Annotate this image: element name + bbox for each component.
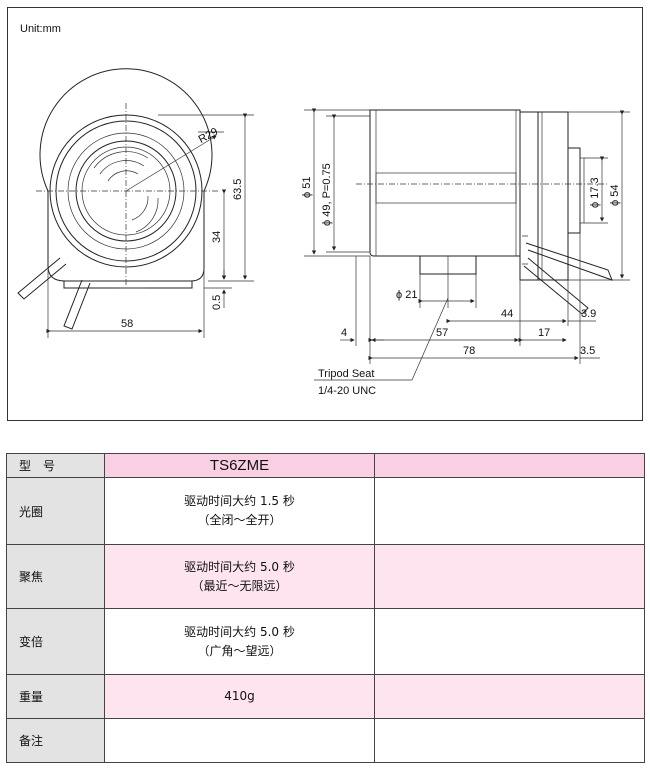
tripod-label: Tripod Seat (318, 368, 374, 380)
row-extra (374, 544, 645, 609)
height-label: 63.5 (232, 179, 244, 200)
rear-diameter-label: ϕ 54 (609, 185, 621, 206)
dim-44: 44 (501, 308, 513, 320)
dim-78: 78 (463, 345, 475, 357)
table-row: 变倍 驱动时间大约 5.0 秒 （广角〜望远） (6, 608, 645, 675)
front-view: R29 63.5 34 0.5 58 (17, 68, 254, 338)
row-extra (374, 718, 645, 763)
row-label: 型 号 (6, 453, 105, 478)
outer-diameter-label: ϕ 51 (301, 177, 313, 198)
value-line: （广角〜望远） (197, 643, 282, 658)
thread-label: ϕ 49, P=0.75 (321, 163, 333, 226)
center-height-label: 34 (211, 231, 223, 243)
row-extra (374, 608, 645, 675)
row-label: 备注 (6, 718, 105, 763)
drawing-canvas: Unit:mm (17, 23, 630, 397)
technical-drawing: Unit:mm (7, 7, 643, 421)
spec-table: 型 号 TS6ZME 光圈 驱动时间大约 1.5 秒 （全闭〜全开） 聚焦 驱动… (6, 453, 645, 763)
unit-label: Unit:mm (20, 23, 61, 35)
table-row: 备注 (6, 718, 645, 763)
width-label: 58 (121, 318, 133, 330)
value-line: （最近〜无限远） (191, 578, 288, 593)
radius-label: R29 (197, 126, 220, 146)
table-row: 聚焦 驱动时间大约 5.0 秒 （最近〜无限远） (6, 544, 645, 609)
row-value: 驱动时间大约 5.0 秒 （最近〜无限远） (104, 544, 375, 609)
row-label: 变倍 (6, 608, 105, 675)
value-line: 410g (224, 689, 255, 703)
dim-57: 57 (436, 327, 448, 339)
value-line: 驱动时间大约 1.5 秒 (184, 494, 295, 508)
mount-diameter-label: ϕ 17.3 (589, 177, 601, 208)
side-view: ϕ 51 ϕ 49, P=0.75 ϕ 17.3 ϕ 54 ϕ 21 (301, 108, 630, 397)
row-value: 驱动时间大约 5.0 秒 （广角〜望远） (104, 608, 375, 675)
table-row-model: 型 号 TS6ZME (6, 453, 645, 478)
row-extra (374, 674, 645, 719)
row-label: 光圈 (6, 477, 105, 545)
dim-4: 4 (341, 327, 347, 339)
row-label: 重量 (6, 674, 105, 719)
row-value (104, 718, 375, 763)
dim-17: 17 (538, 327, 550, 339)
tripod-thread-label: 1/4-20 UNC (318, 385, 376, 397)
seat-diameter-label: ϕ 21 (396, 289, 417, 301)
table-row: 光圈 驱动时间大约 1.5 秒 （全闭〜全开） (6, 477, 645, 545)
dim-3-9: 3.9 (581, 308, 596, 320)
value-line: 驱动时间大约 5.0 秒 (184, 559, 295, 574)
model-value: TS6ZME (104, 453, 375, 478)
row-extra (374, 477, 645, 545)
offset-label: 0.5 (211, 295, 223, 310)
table-row: 重量 410g (6, 674, 645, 719)
dim-3-5: 3.5 (580, 345, 595, 357)
row-value: 410g (104, 674, 375, 719)
value-line: 驱动时间大约 5.0 秒 (184, 624, 295, 639)
row-label: 聚焦 (6, 544, 105, 609)
row-value: 驱动时间大约 1.5 秒 （全闭〜全开） (104, 477, 375, 545)
model-extra (374, 453, 645, 478)
value-line: （全闭〜全开） (197, 513, 282, 527)
